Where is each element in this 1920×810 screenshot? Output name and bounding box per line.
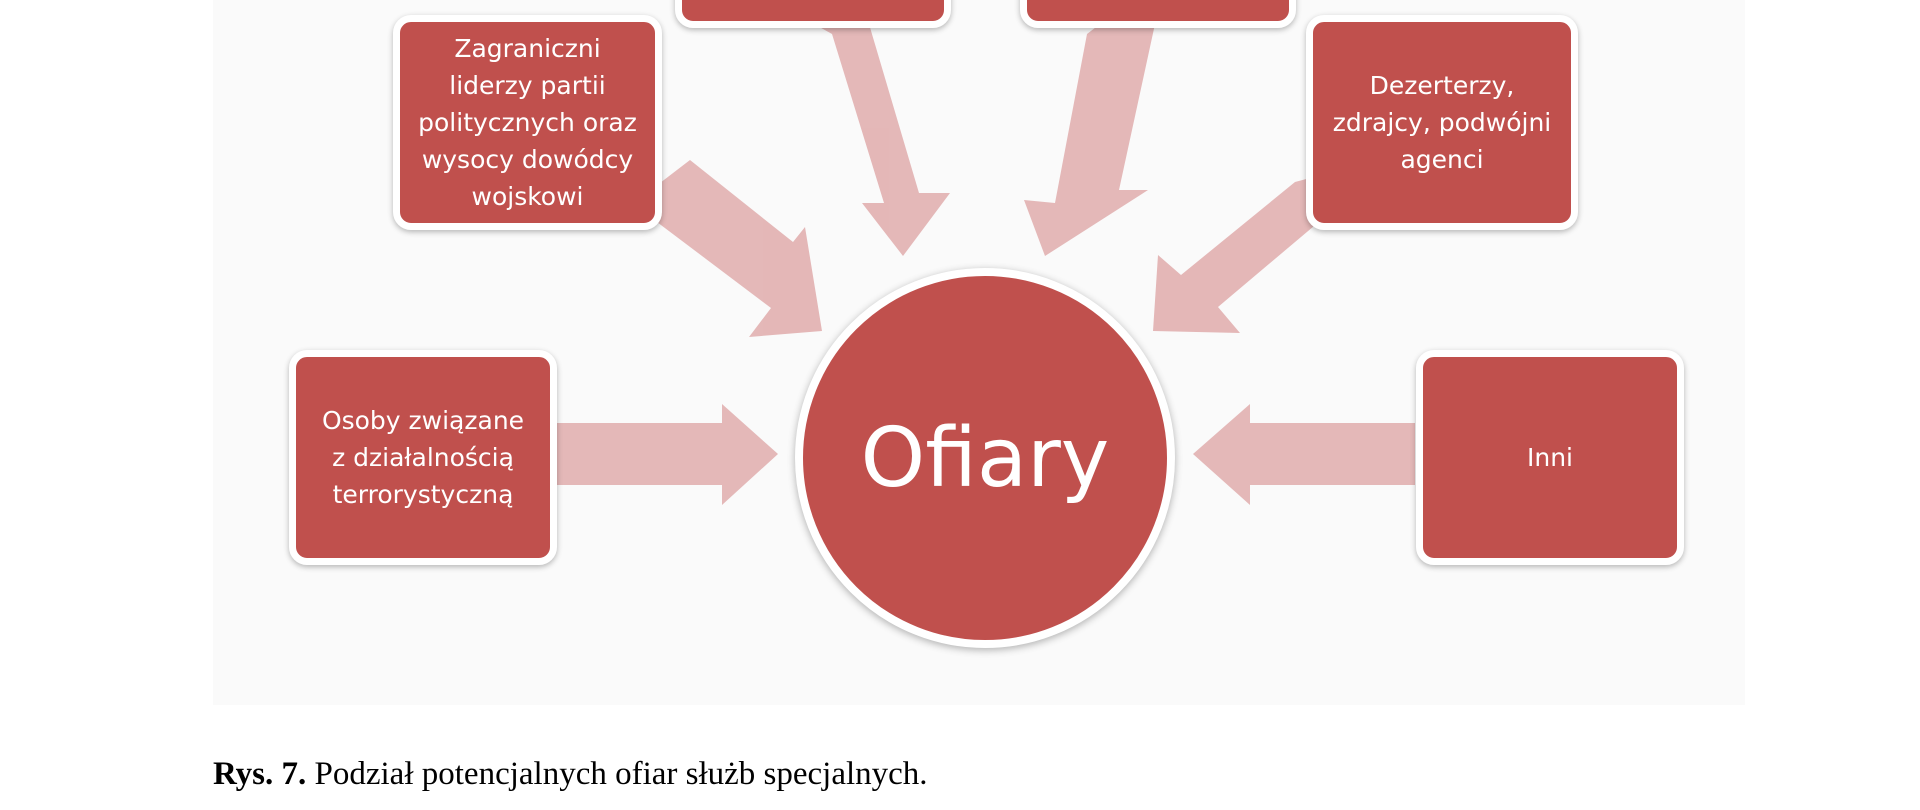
arrow-defectors bbox=[1153, 178, 1333, 333]
node-terrorism: Osoby związane z działalnością terroryst… bbox=[289, 350, 557, 565]
node-top-right bbox=[1020, 0, 1296, 28]
center-node-victims: Ofiary bbox=[795, 268, 1175, 648]
arrow-others bbox=[1193, 404, 1415, 505]
arrow-terrorism bbox=[555, 404, 778, 505]
caption-number: Rys. 7. bbox=[213, 756, 307, 792]
arrow-top-right bbox=[1024, 24, 1155, 256]
arrow-foreign-leaders bbox=[645, 160, 822, 337]
figure-caption: Rys. 7. Podział potencjalnych ofiar służ… bbox=[213, 756, 928, 793]
node-top-left bbox=[675, 0, 951, 28]
caption-text: Podział potencjalnych ofiar służb specja… bbox=[306, 756, 928, 792]
center-node-label: Ofiary bbox=[860, 410, 1110, 506]
node-others: Inni bbox=[1416, 350, 1684, 565]
node-foreign-leaders-label: Zagraniczni liderzy partii politycznych … bbox=[418, 34, 637, 211]
arrow-top-left bbox=[814, 24, 950, 256]
node-defectors-label: Dezerterzy, zdrajcy, podwójni agenci bbox=[1332, 71, 1552, 174]
node-defectors: Dezerterzy, zdrajcy, podwójni agenci bbox=[1306, 15, 1578, 230]
node-others-label: Inni bbox=[1526, 443, 1573, 472]
node-terrorism-label: Osoby związane z działalnością terroryst… bbox=[321, 406, 525, 509]
node-foreign-leaders: Zagraniczni liderzy partii politycznych … bbox=[393, 15, 662, 230]
